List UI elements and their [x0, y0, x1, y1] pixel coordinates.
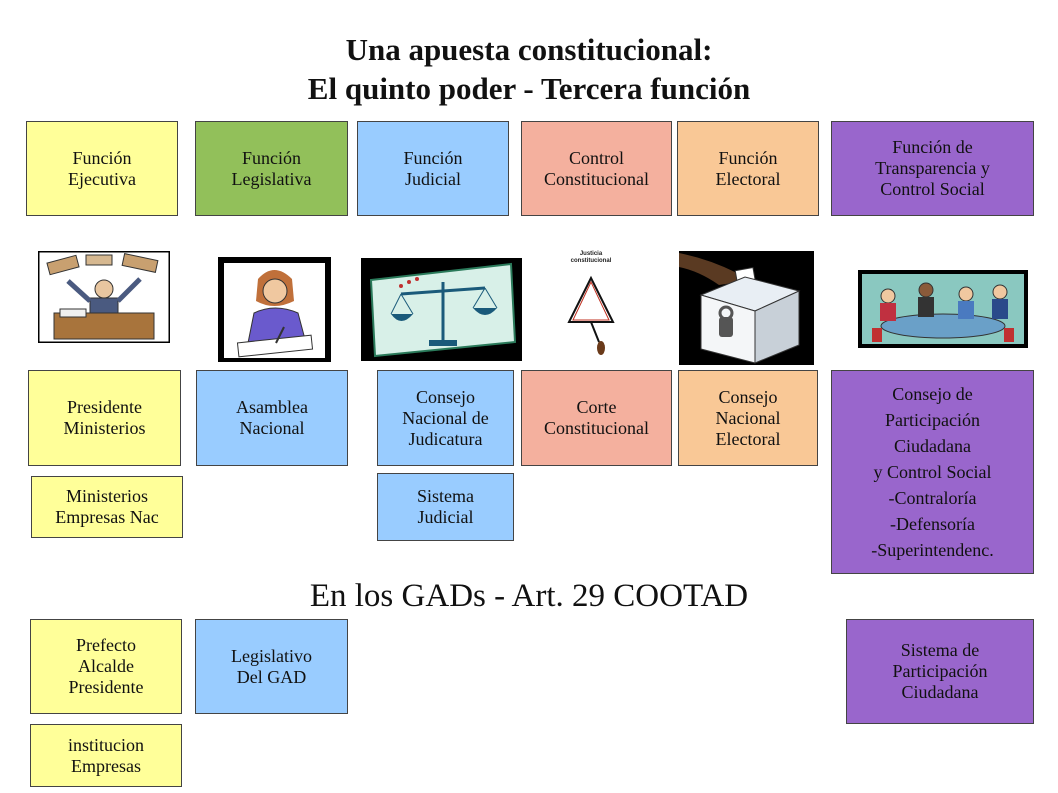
inst-asamblea-nacional: Asamblea Nacional [196, 370, 348, 466]
inst-consejo-judicatura: Consejo Nacional de Judicatura [377, 370, 514, 466]
gad-ejecutivo: Prefecto Alcalde Presidente [30, 619, 182, 714]
justice-book-cover-icon: Justicia constitucional [561, 248, 621, 366]
function-control-constitucional: Control Constitucional [521, 121, 672, 216]
function-electoral: Función Electoral [677, 121, 819, 216]
function-judicial: Función Judicial [357, 121, 509, 216]
inst-corte-constitucional: Corte Constitucional [521, 370, 672, 466]
gad-legislativo: Legislativo Del GAD [195, 619, 348, 714]
function-ejecutiva: Función Ejecutiva [26, 121, 178, 216]
executive-desk-icon [38, 251, 170, 343]
function-transparencia: Función de Transparencia y Control Socia… [831, 121, 1034, 216]
legislator-writing-icon [218, 257, 331, 362]
gad-institucion-empresas: institucion Empresas [30, 724, 182, 787]
ballot-box-icon [679, 251, 814, 365]
inst-consejo-electoral: Consejo Nacional Electoral [678, 370, 818, 466]
inst-ministerios-empresas: Ministerios Empresas Nac [31, 476, 183, 538]
inst-sistema-judicial: Sistema Judicial [377, 473, 514, 541]
function-legislativa: Función Legislativa [195, 121, 348, 216]
title-line-1: Una apuesta constitucional: [345, 32, 713, 67]
inst-presidente-ministerios: Presidente Ministerios [28, 370, 181, 466]
page-title: Una apuesta constitucional: El quinto po… [0, 30, 1058, 108]
gads-heading: En los GADs - Art. 29 COOTAD [309, 578, 749, 614]
justice-scales-icon [361, 258, 522, 361]
title-line-2: El quinto poder - Tercera función [307, 71, 751, 106]
meeting-table-icon [858, 270, 1028, 348]
book-cover-title: Justicia constitucional [570, 251, 612, 264]
gad-sistema-participacion: Sistema de Participación Ciudadana [846, 619, 1034, 724]
inst-consejo-participacion: Consejo de Participación Ciudadana y Con… [831, 370, 1034, 574]
